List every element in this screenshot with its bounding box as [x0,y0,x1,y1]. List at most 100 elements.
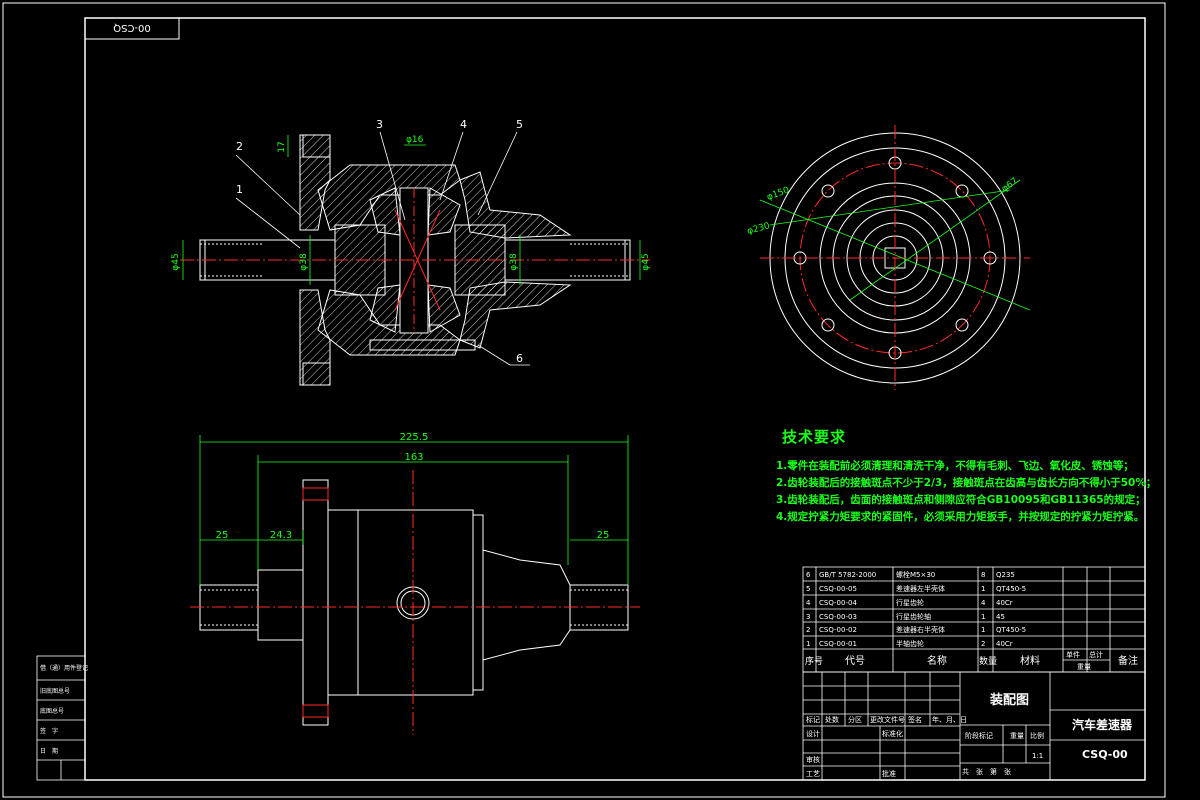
mark-label: 标记 [806,715,820,724]
review-label: 审核 [806,755,820,764]
dim-bolt-circle: φ150 [766,185,791,202]
product-name: 汽车差速器 [1072,717,1133,732]
balloon-5: 5 [516,118,523,131]
dim-bore-left: φ38 [299,253,309,271]
dim-shaft-right: φ45 [641,253,651,270]
header-weight: 重量 [1077,663,1091,671]
part-material: QT450-5 [996,626,1026,634]
drawing-name: 装配图 [989,692,1029,708]
dim-shaft-left: φ45 [171,253,181,270]
tech-requirement-4: 4.规定拧紧力矩要求的紧固件，必须采用力矩扳手，并按规定的拧紧力矩拧紧。 [776,511,1145,523]
parts-list-grid [802,566,1146,673]
part-code: CSQ-00-01 [819,640,857,648]
title-block-text: 装配图 汽车差速器 CSQ-00 阶段标记 重量 比例 1:1 共 张 第 张 … [806,692,1133,778]
part-name: 行星齿轮轴 [896,612,931,621]
part-code: CSQ-00-03 [819,613,857,621]
dim-left-shaft: 25 [216,530,229,541]
header-total: 总计 [1089,650,1103,659]
dim-hub: φ67 [1000,176,1020,194]
part-name: 行星齿轮 [896,598,924,607]
side-stamp-item: 底图总号 [40,707,64,715]
drawing-code-rotated: 00-CSQ [113,22,151,33]
part-no: 1 [806,640,810,648]
part-material: Q235 [996,571,1015,579]
parts-header: 序号 代号 名称 数量 材料 单件 总计 重量 备注 [805,650,1138,671]
part-qty: 4 [981,599,986,607]
part-code: CSQ-00-05 [819,585,857,593]
dim-flange-thk: 17 [277,141,287,152]
dim-pin: φ16 [406,135,424,145]
change-doc-label: 更改文件号 [870,715,905,724]
part-material: 40Cr [996,599,1013,607]
side-stamp-item: 日 期 [40,747,58,755]
part-no: 3 [806,613,810,621]
sheets-label: 共 张 第 张 [962,767,1011,776]
part-qty: 1 [981,626,985,634]
leaders [235,131,530,366]
part-code: CSQ-00-04 [819,599,857,607]
section-dimensions [182,135,641,285]
part-name: 半轴齿轮 [896,639,924,648]
part-qty: 1 [981,613,985,621]
tech-requirements-title: 技术要求 [782,428,847,446]
count-label: 处数 [825,715,839,724]
part-qty: 8 [981,571,985,579]
elevation-view [190,470,640,735]
process-label: 工艺 [806,770,820,778]
approve-label: 批准 [882,769,896,778]
title-block-grid [802,671,1146,781]
code-box [84,17,180,40]
section-view [180,134,650,386]
outer-border [2,2,1166,798]
balloon-2: 2 [236,140,243,153]
standard-label: 标准化 [882,729,903,738]
inner-border [84,17,1146,781]
dim-right-shaft: 25 [597,530,610,541]
header-material: 材料 [1020,654,1040,667]
dim-outer: φ230 [746,221,771,237]
dim-bore-right: φ38 [509,253,519,271]
tech-requirement-3: 3.齿轮装配后，齿面的接触斑点和侧隙应符合GB10095和GB11365的规定； [776,494,1146,506]
part-no: 4 [806,599,811,607]
side-stamp-text: 借（通）用件登记 旧底图总号 底图总号 签 字 日 期 [40,664,88,755]
header-code: 代号 [845,655,865,667]
parts-rows: 6 GB/T 5782-2000 螺栓M5×30 8 Q235 5 CSQ-00… [806,570,1026,648]
part-material: 45 [996,613,1005,621]
sign-label: 签名 [908,715,922,724]
part-name: 螺栓M5×30 [896,570,935,579]
balloon-1: 1 [236,183,243,196]
part-no: 6 [806,571,811,579]
header-qty: 数量 [979,655,997,667]
part-code: GB/T 5782-2000 [819,571,876,579]
tech-requirement-2: 2.齿轮装配后的接触斑点不少于2/3，接触斑点在齿高与齿长方向不得小于50%； [776,477,1157,489]
header-unit: 单件 [1066,650,1080,659]
dim-overall-length: 225.5 [400,432,429,443]
balloon-3: 3 [376,118,383,131]
header-name: 名称 [927,654,947,667]
balloon-4: 4 [460,118,467,131]
end-view [759,125,1031,390]
header-no: 序号 [805,655,823,667]
side-stamp-item: 借（通）用件登记 [40,664,88,672]
drawing-code: CSQ-00 [1082,748,1128,761]
part-code: CSQ-00-02 [819,626,857,634]
part-no: 2 [806,626,810,634]
part-name: 差速器左半壳体 [896,584,945,593]
header-remark: 备注 [1118,654,1138,667]
scale-label: 比例 [1030,731,1044,740]
tech-requirement-1: 1.零件在装配前必须清理和清洗干净，不得有毛刺、飞边、氧化皮、锈蚀等； [776,460,1134,472]
design-label: 设计 [806,729,820,738]
zone-label: 分区 [848,715,862,724]
stage-label: 阶段标记 [965,731,993,740]
side-stamp-grid [36,655,86,781]
date-label: 年、月、日 [932,715,967,724]
part-qty: 1 [981,585,985,593]
balloon-6: 6 [516,352,523,365]
elevation-dimensions [199,435,629,585]
weight-label: 重量 [1010,732,1024,740]
part-qty: 2 [981,640,985,648]
part-material: QT450-5 [996,585,1026,593]
part-no: 5 [806,585,810,593]
dim-inner-length: 163 [404,452,423,463]
